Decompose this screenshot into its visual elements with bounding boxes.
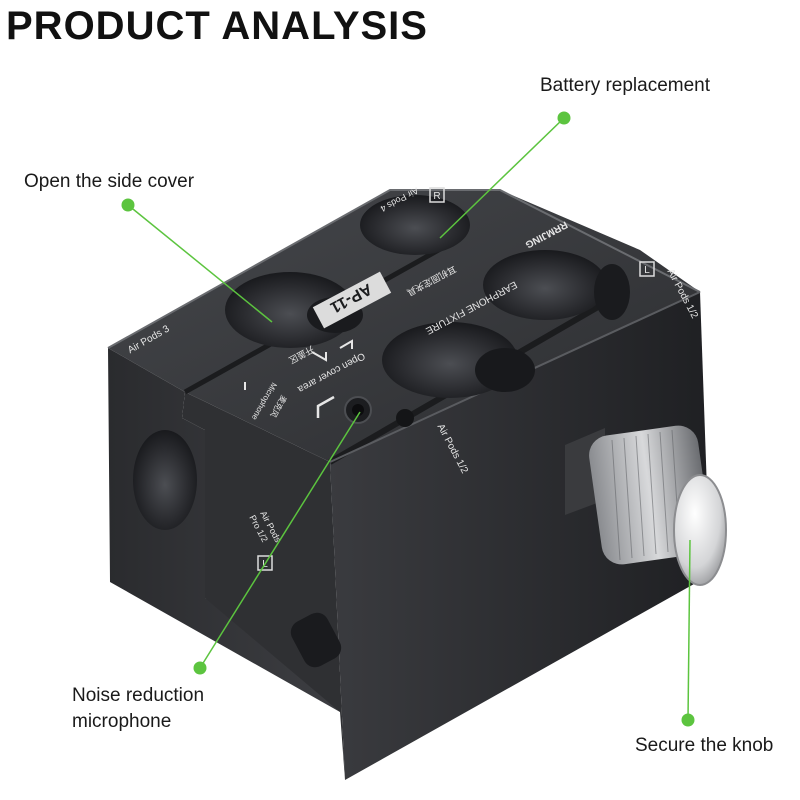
side-l-badge — [639, 261, 655, 277]
cup-small-center — [475, 348, 535, 392]
side-r-label: R — [433, 191, 440, 202]
cup-airpods-4 — [360, 195, 470, 255]
knob-knurling — [611, 429, 681, 561]
side-notch-right — [594, 264, 630, 320]
microphone-hole-secondary — [396, 409, 414, 427]
dot-microphone — [193, 661, 207, 675]
leader-microphone — [199, 411, 361, 669]
microphone-hole-inner — [352, 404, 364, 416]
knob-cap — [673, 474, 727, 586]
secure-knob[interactable] — [565, 423, 727, 586]
side-notch-left — [133, 430, 197, 530]
top-edge-highlight — [107, 189, 701, 349]
leader-knob — [687, 539, 691, 721]
callout-battery-replacement: Battery replacement — [540, 75, 711, 96]
model-badge — [312, 271, 392, 329]
bottom-slot — [290, 612, 342, 668]
dot-battery — [557, 111, 571, 125]
center-block-front — [182, 392, 345, 780]
dot-side-cover — [121, 198, 135, 212]
side-r-badge — [429, 187, 445, 203]
side-l-label: L — [644, 265, 650, 276]
open-arrow-icon — [311, 339, 353, 362]
page-title: PRODUCT ANALYSIS — [6, 4, 428, 48]
callout-leaders — [121, 111, 695, 727]
callout-secure-knob: Secure the knob — [635, 735, 774, 756]
dot-knob — [681, 713, 695, 727]
callout-open-side-cover: Open the side cover — [24, 171, 195, 192]
right-block-face — [330, 292, 710, 780]
side-l-front-badge — [257, 555, 273, 571]
leader-battery — [439, 117, 565, 239]
callout-noise-reduction-line2: microphone — [72, 711, 172, 732]
callout-noise-reduction-line1: Noise reduction — [72, 685, 205, 706]
corner-arrow-icon — [316, 395, 335, 418]
leader-side-cover — [127, 204, 273, 323]
cup-airpods-12-right — [483, 250, 607, 320]
